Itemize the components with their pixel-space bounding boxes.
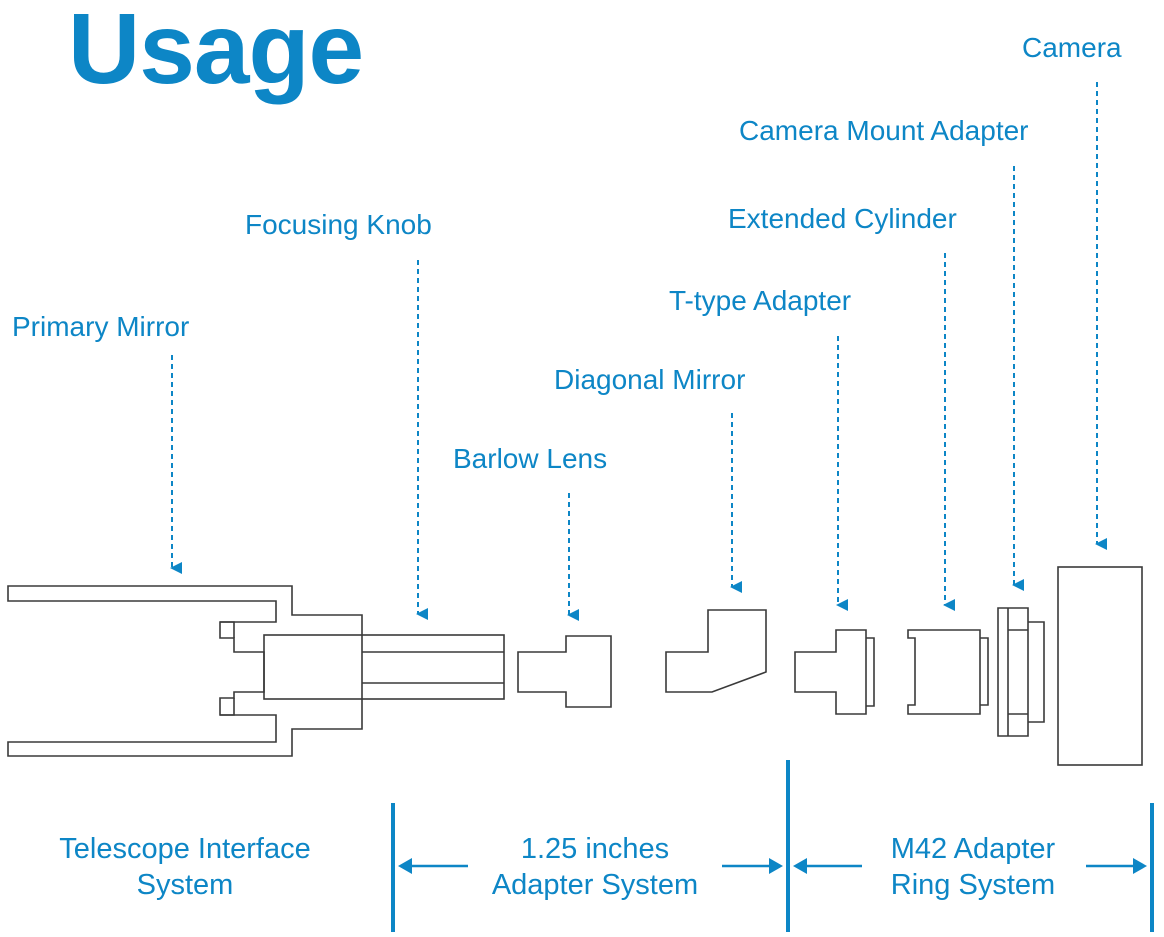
system-telescope-interface-line2: System: [136, 869, 234, 901]
label-barlow-lens: Barlow Lens: [453, 443, 608, 474]
system-adapter-125: 1.25 inches Adapter System: [460, 831, 730, 903]
label-diagonal-mirror: Diagonal Mirror: [554, 364, 746, 395]
system-m42-ring-line2: Ring System: [890, 869, 1056, 901]
system-adapter-125-line1: 1.25 inches: [520, 833, 670, 865]
page-title: Usage: [68, 0, 364, 105]
camera-outline: [1057, 566, 1143, 766]
label-extended-cylinder: Extended Cylinder: [728, 203, 957, 234]
system-m42-ring: M42 Adapter Ring System: [848, 831, 1098, 903]
label-t-type-adapter: T-type Adapter: [669, 285, 852, 316]
label-primary-mirror: Primary Mirror: [12, 311, 190, 342]
telescope-tube-outline: [7, 585, 363, 757]
focuser-tube-line: [362, 651, 504, 684]
focuser-tube-outline: [263, 634, 505, 700]
span-arrowhead-adapter-left: [398, 858, 412, 874]
camera-mount-adapter-outline: [997, 607, 1045, 737]
system-m42-ring-line1: M42 Adapter: [890, 833, 1056, 865]
label-focusing-knob: Focusing Knob: [245, 209, 432, 240]
span-arrowhead-adapter-right: [769, 858, 783, 874]
label-camera-mount-adapter: Camera Mount Adapter: [739, 115, 1029, 146]
system-telescope-interface: Telescope Interface System: [40, 831, 330, 903]
span-arrowhead-m42-right: [1133, 858, 1147, 874]
extended-cylinder-outline: [907, 629, 989, 715]
t-type-adapter-outline: [794, 629, 875, 715]
barlow-lens-outline: [517, 635, 612, 708]
system-adapter-125-line2: Adapter System: [491, 869, 699, 901]
span-arrowhead-m42-left: [793, 858, 807, 874]
system-telescope-interface-line1: Telescope Interface: [59, 833, 311, 865]
telescope-inner-outline: [220, 621, 235, 716]
label-camera: Camera: [1022, 32, 1122, 63]
diagonal-mirror-outline: [665, 609, 767, 693]
